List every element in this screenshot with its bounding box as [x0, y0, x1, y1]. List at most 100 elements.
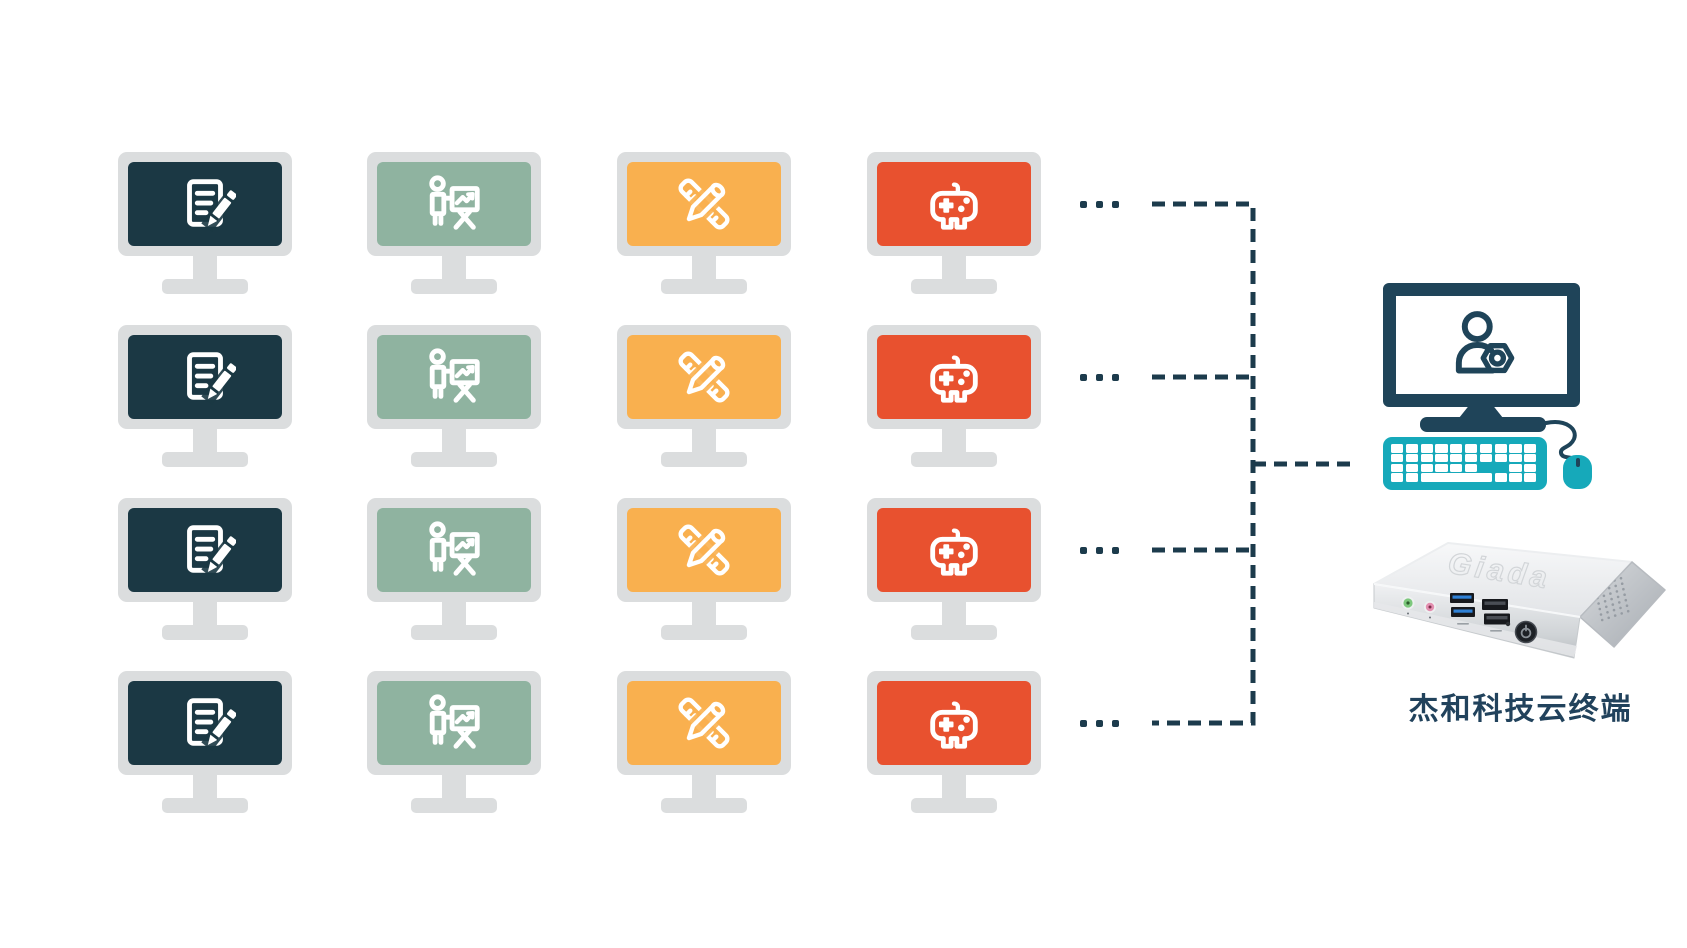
keyboard-key [1420, 444, 1433, 453]
document-edit-icon [174, 171, 236, 237]
keyboard-key [1509, 463, 1522, 473]
keyboard-key [1465, 444, 1478, 453]
mic-jack [1424, 601, 1436, 619]
monitor-stand [442, 256, 466, 280]
client-monitor-base [1420, 417, 1546, 432]
gamepad-icon [923, 171, 985, 237]
monitor-bezel [867, 325, 1041, 429]
monitor-bezel [867, 152, 1041, 256]
monitor-stand [942, 602, 966, 626]
document-edit-icon [174, 517, 236, 583]
terminal-monitor-gaming [867, 671, 1041, 813]
cloud-terminal-device: Giada [1373, 542, 1666, 659]
keyboard-key [1450, 463, 1463, 473]
keyboard-key [1494, 453, 1507, 463]
monitor-base [411, 452, 497, 467]
terminal-monitor-presentation [367, 498, 541, 640]
row-ellipsis-dot [1112, 719, 1119, 727]
monitor-base [661, 625, 747, 640]
keyboard-key [1450, 453, 1463, 463]
keyboard-key [1435, 463, 1448, 473]
monitor-stand [442, 602, 466, 626]
mouse-cable [1544, 420, 1578, 462]
device-right-face [1579, 561, 1666, 648]
monitor-bezel [118, 498, 292, 602]
keyboard-key [1435, 444, 1448, 453]
keyboard-key [1391, 463, 1404, 473]
monitor-bezel [367, 325, 541, 429]
keyboard-key [1420, 463, 1433, 473]
keyboard-key [1391, 444, 1404, 453]
monitor-stand [193, 256, 217, 280]
row-ellipsis-dot [1080, 719, 1087, 727]
monitor-screen [627, 508, 781, 592]
device-bottom-lip [1374, 602, 1577, 657]
row-ellipsis-dot [1096, 200, 1103, 208]
monitor-stand [442, 429, 466, 453]
gamepad-icon [923, 344, 985, 410]
device-label: 杰和科技云终端 [1408, 693, 1633, 726]
terminal-monitor-gaming [867, 152, 1041, 294]
dashed-bus-line [1152, 201, 1353, 726]
monitor-screen [128, 335, 282, 419]
row-ellipsis-dot [1080, 373, 1087, 381]
terminal-monitor-gaming [867, 325, 1041, 467]
monitor-screen [877, 162, 1031, 246]
keyboard-key [1465, 463, 1478, 473]
keyboard-key [1405, 453, 1418, 463]
usb-port [1450, 593, 1475, 625]
document-edit-icon [174, 690, 236, 756]
monitor-screen [128, 508, 282, 592]
presentation-chart-icon [423, 344, 485, 410]
ruler-pencil-icon [673, 517, 735, 583]
presentation-chart-icon [423, 690, 485, 756]
row-ellipsis-dot [1080, 200, 1087, 208]
monitor-stand [942, 256, 966, 280]
monitor-bezel [367, 152, 541, 256]
terminal-monitor-design [617, 671, 791, 813]
monitor-screen [877, 508, 1031, 592]
keyboard-key [1405, 463, 1418, 473]
power-button [1514, 620, 1538, 644]
monitor-stand [193, 775, 217, 799]
monitor-bezel [617, 325, 791, 429]
monitor-base [411, 798, 497, 813]
monitor-base [911, 279, 997, 294]
monitor-screen [377, 681, 531, 765]
ruler-pencil-icon [673, 690, 735, 756]
monitor-stand [692, 429, 716, 453]
keyboard-key [1479, 444, 1492, 453]
monitor-screen [627, 681, 781, 765]
monitor-bezel [367, 671, 541, 775]
client-keyboard [1383, 437, 1547, 490]
monitor-screen [377, 508, 531, 592]
keyboard-key [1405, 473, 1418, 482]
monitor-screen [377, 335, 531, 419]
row-ellipsis-dot [1112, 546, 1119, 554]
keyboard-key [1391, 453, 1404, 463]
client-monitor-neck [1459, 407, 1503, 418]
monitor-base [411, 625, 497, 640]
terminal-monitor-presentation [367, 325, 541, 467]
row-ellipsis-dot [1080, 546, 1087, 554]
presentation-chart-icon [423, 171, 485, 237]
gamepad-icon [923, 690, 985, 756]
monitor-screen [627, 335, 781, 419]
monitor-bezel [118, 671, 292, 775]
terminal-monitor-office [118, 325, 292, 467]
terminal-monitor-presentation [367, 671, 541, 813]
keyboard-key [1509, 444, 1522, 453]
terminal-monitor-presentation [367, 152, 541, 294]
monitor-base [661, 452, 747, 467]
row-ellipsis-dot [1096, 373, 1103, 381]
monitor-screen [128, 162, 282, 246]
gamepad-icon [923, 517, 985, 583]
row-ellipsis-dot [1096, 719, 1103, 727]
terminal-monitor-office [118, 671, 292, 813]
keyboard-key [1509, 453, 1522, 463]
presentation-chart-icon [423, 517, 485, 583]
client-monitor-frame [1383, 283, 1580, 407]
monitor-screen [128, 681, 282, 765]
monitor-screen [877, 335, 1031, 419]
monitor-base [661, 798, 747, 813]
